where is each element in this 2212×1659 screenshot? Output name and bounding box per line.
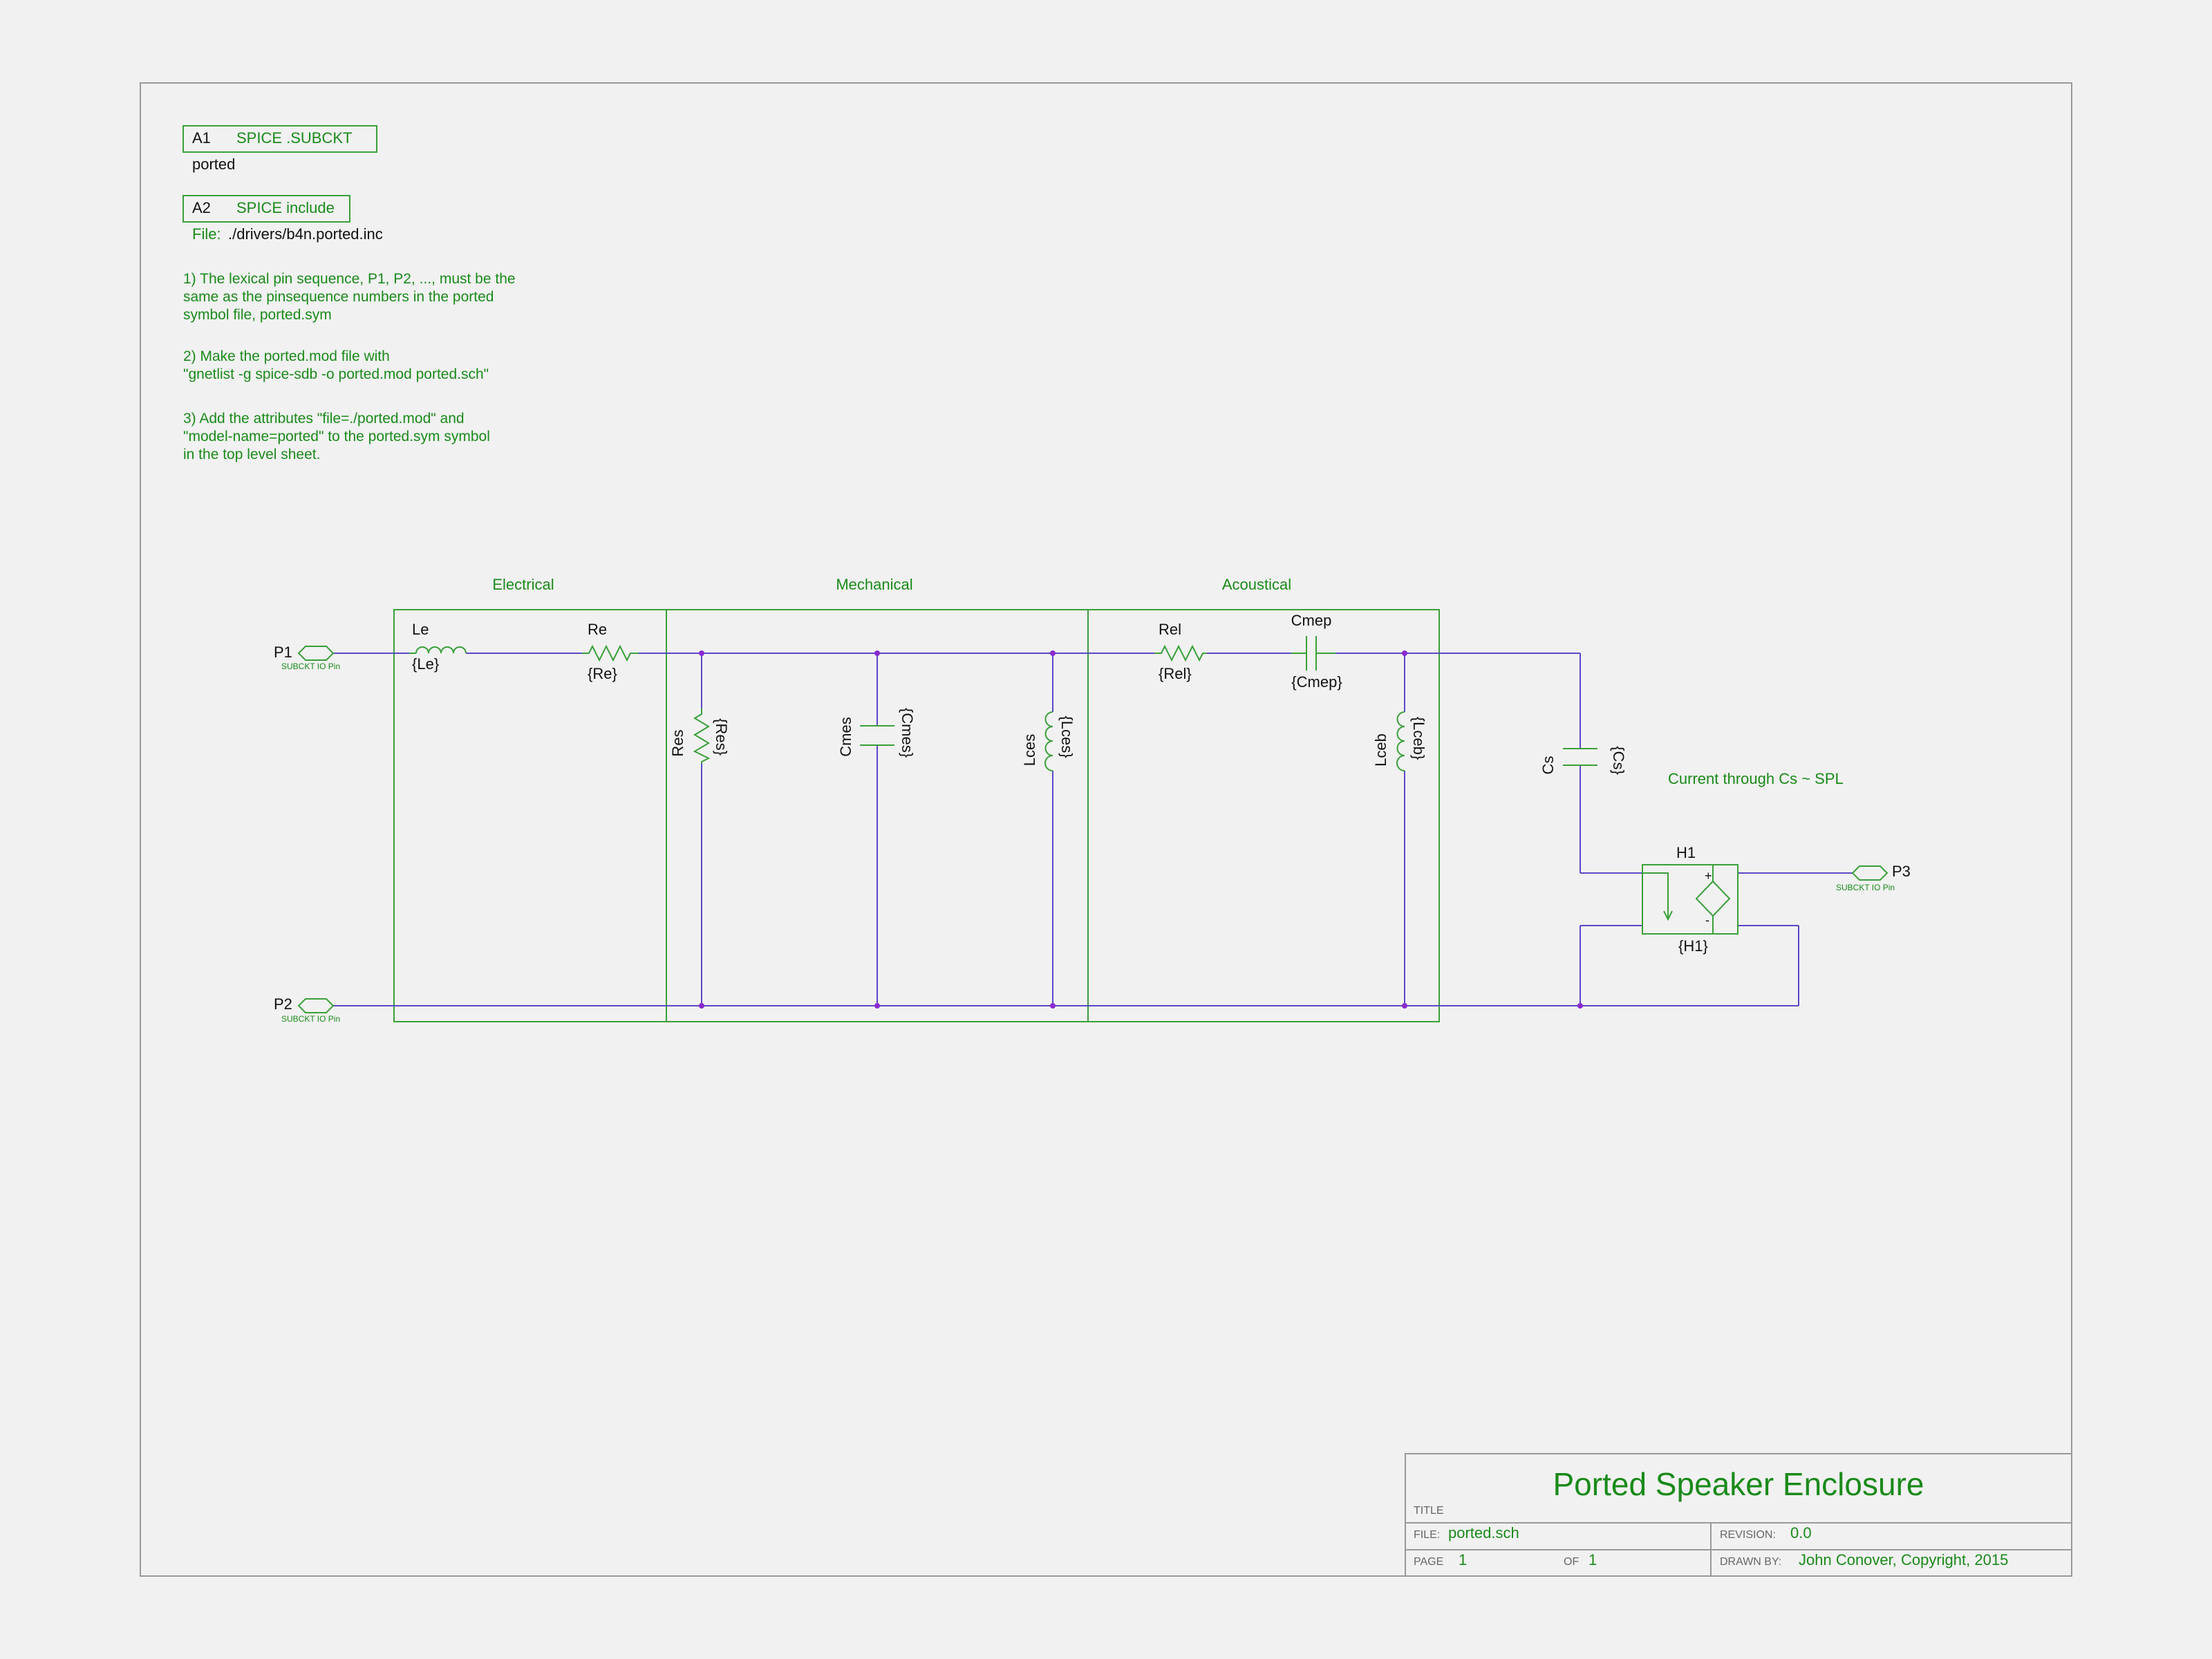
resistor-re: Re {Re}: [582, 621, 639, 682]
svg-text:{Cmep}: {Cmep}: [1291, 673, 1342, 691]
svg-text:SUBCKT IO Pin: SUBCKT IO Pin: [281, 662, 340, 671]
capacitor-cs: Cs {Cs}: [1539, 746, 1627, 775]
capacitor-cmes: Cmes {Cmes}: [837, 708, 916, 758]
svg-text:Cmep: Cmep: [1291, 612, 1332, 629]
svg-text:SUBCKT IO Pin: SUBCKT IO Pin: [281, 1014, 340, 1024]
junction-dot: [699, 1003, 704, 1009]
svg-text:same as the pinsequence number: same as the pinsequence numbers in the p…: [183, 289, 494, 305]
page-label: PAGE: [1414, 1556, 1443, 1568]
svg-text:"gnetlist -g spice-sdb -o por: "gnetlist -g spice-sdb -o ported.mod por…: [183, 366, 489, 382]
svg-text:Rel: Rel: [1159, 621, 1181, 638]
a2-file-label: File:: [192, 225, 221, 243]
svg-text:P1: P1: [274, 644, 292, 661]
svg-text:"model-name=ported" to the por: "model-name=ported" to the ported.sym sy…: [183, 429, 490, 444]
svg-text:{Re}: {Re}: [588, 665, 617, 682]
drawn-by-label: DRAWN BY:: [1720, 1556, 1781, 1568]
of-label: OF: [1564, 1556, 1579, 1568]
svg-text:{Rel}: {Rel}: [1159, 665, 1192, 682]
ccvs-h1: + - H1 {H1}: [1642, 844, 1738, 955]
a2-ref: A2: [192, 199, 211, 216]
section-label-acoustical: Acoustical: [1222, 576, 1291, 593]
junction-dot: [1402, 650, 1407, 656]
capacitor-cmep: Cmep {Cmep}: [1291, 612, 1342, 691]
of-value: 1: [1588, 1551, 1597, 1568]
junction-dot: [1577, 1003, 1583, 1009]
svg-text:{Le}: {Le}: [412, 655, 439, 673]
file-value: ported.sch: [1448, 1524, 1519, 1541]
svg-text:{Lces}: {Lces}: [1058, 715, 1076, 758]
svg-text:H1: H1: [1676, 844, 1696, 861]
svg-text:3) Add the attributes "file=./: 3) Add the attributes "file=./ported.mod…: [183, 411, 465, 427]
a2-file-value: ./drivers/b4n.ported.inc: [228, 225, 383, 243]
nets: [333, 653, 1853, 1006]
inductor-le: Le {Le}: [409, 621, 467, 673]
section-label-electrical: Electrical: [492, 576, 554, 593]
junction-dot: [1050, 650, 1056, 656]
junctions: [699, 650, 1583, 1009]
svg-text:Cmes: Cmes: [837, 717, 854, 756]
pin-p2: P2 SUBCKT IO Pin: [274, 995, 340, 1024]
junction-dot: [874, 1003, 880, 1009]
svg-text:Re: Re: [588, 621, 607, 638]
attribute-box-a2: [182, 195, 350, 223]
a2-label: SPICE include: [236, 199, 335, 216]
svg-text:{H1}: {H1}: [1678, 937, 1708, 955]
sheet-border: [140, 82, 2072, 1577]
junction-dot: [1402, 1003, 1407, 1009]
svg-text:in the top level sheet.: in the top level sheet.: [183, 447, 320, 462]
note-2: 2) Make the ported.mod file with "gnetli…: [183, 348, 489, 382]
svg-text:{Cs}: {Cs}: [1610, 746, 1627, 775]
a1-ref: A1: [192, 129, 211, 147]
file-label: FILE:: [1414, 1529, 1440, 1541]
revision-value: 0.0: [1790, 1524, 1812, 1541]
inductor-lceb: Lceb {Lceb}: [1372, 711, 1427, 771]
svg-text:P3: P3: [1892, 863, 1911, 880]
svg-text:2) Make the ported.mod file wi: 2) Make the ported.mod file with: [183, 348, 390, 364]
svg-text:SUBCKT IO Pin: SUBCKT IO Pin: [1836, 883, 1895, 892]
svg-text:{Res}: {Res}: [713, 718, 730, 756]
svg-text:-: -: [1705, 913, 1709, 927]
drawn-by-value: John Conover, Copyright, 2015: [1799, 1551, 2008, 1568]
svg-text:1) The lexical pin sequence, P: 1) The lexical pin sequence, P1, P2, ...…: [183, 271, 516, 287]
inductor-lces: Lces {Lces}: [1021, 711, 1076, 771]
resistor-res: Res {Res}: [669, 709, 730, 764]
resistor-rel: Rel {Rel}: [1154, 621, 1207, 682]
junction-dot: [1050, 1003, 1056, 1009]
a1-value: ported: [192, 156, 235, 173]
note-1: 1) The lexical pin sequence, P1, P2, ...…: [183, 271, 516, 323]
title-label: TITLE: [1414, 1505, 1444, 1517]
svg-text:{Cmes}: {Cmes}: [899, 708, 916, 758]
title-block-title: Ported Speaker Enclosure: [1553, 1466, 1924, 1502]
svg-text:Lceb: Lceb: [1372, 733, 1389, 767]
page-value: 1: [1459, 1551, 1467, 1568]
junction-dot: [874, 650, 880, 656]
note-3: 3) Add the attributes "file=./ported.mod…: [183, 411, 490, 462]
title-block: Ported Speaker Enclosure TITLE FILE: por…: [1405, 1453, 2072, 1577]
svg-text:Cs: Cs: [1539, 756, 1557, 775]
pin-p1: P1 SUBCKT IO Pin: [274, 644, 340, 671]
svg-text:Le: Le: [412, 621, 429, 638]
svg-text:symbol file, ported.sym: symbol file, ported.sym: [183, 307, 332, 323]
section-box-acoustical: [1087, 609, 1440, 1022]
annotation-text: Current through Cs ~ SPL: [1668, 770, 1844, 787]
a1-label: SPICE .SUBCKT: [236, 129, 352, 147]
pin-p3: P3 SUBCKT IO Pin: [1836, 863, 1911, 892]
junction-dot: [699, 650, 704, 656]
svg-text:P2: P2: [274, 995, 292, 1013]
svg-text:Res: Res: [669, 729, 686, 756]
attribute-box-a1: [182, 125, 377, 153]
svg-text:Lces: Lces: [1021, 734, 1038, 766]
svg-text:{Lceb}: {Lceb}: [1410, 717, 1427, 760]
revision-label: REVISION:: [1720, 1529, 1776, 1541]
section-label-mechanical: Mechanical: [836, 576, 912, 593]
svg-text:+: +: [1705, 869, 1712, 883]
